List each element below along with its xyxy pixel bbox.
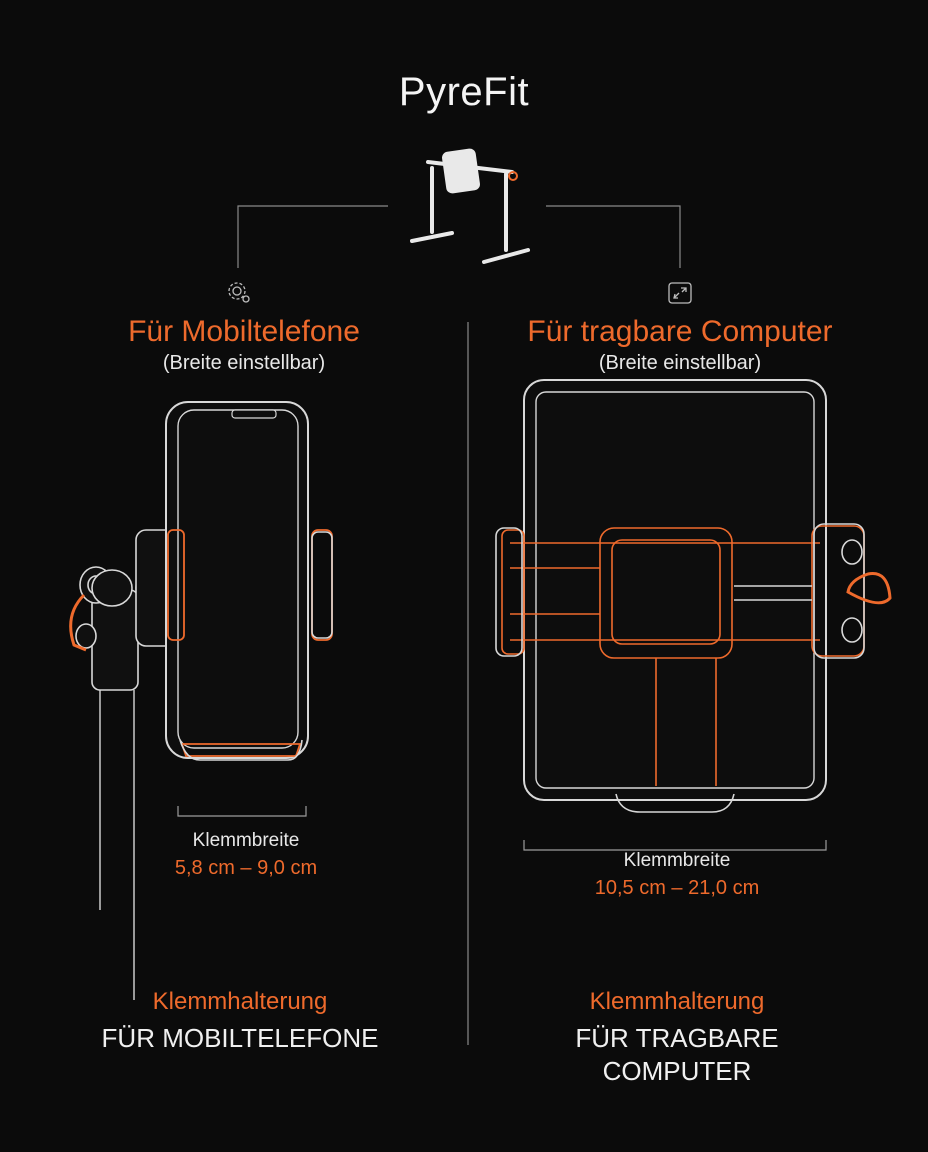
right-footer-title: Klemmhalterung (589, 988, 765, 1015)
tablet-width-bracket (523, 840, 827, 851)
right-title: Für tragbare Computer (527, 315, 833, 348)
right-clamp-range: 10,5 cm – 21,0 cm (594, 877, 760, 899)
right-footer-line1: FÜR TRAGBARE (575, 1023, 779, 1053)
gear-icon (228, 282, 250, 303)
left-footer-title: Klemmhalterung (152, 988, 328, 1015)
left-title: Für Mobiltelefone (128, 315, 360, 348)
right-footer-text: FÜR TRAGBARE COMPUTER (497, 1022, 857, 1088)
left-clamp-label: Klemmbreite (192, 830, 300, 851)
brand-title: PyreFit (398, 70, 530, 114)
left-subtitle: (Breite einstellbar) (162, 352, 326, 374)
left-footer-text: FÜR MOBILTELEFONE (101, 1023, 379, 1053)
left-clamp-range: 5,8 cm – 9,0 cm (174, 857, 318, 879)
phone-holder-illustration (69, 401, 333, 1000)
connector-lines (237, 205, 681, 1045)
right-footer-line2: COMPUTER (602, 1056, 752, 1086)
tablet-holder-illustration (495, 379, 892, 813)
right-subtitle: (Breite einstellbar) (598, 352, 762, 374)
expand-icon (668, 282, 692, 304)
right-clamp-label: Klemmbreite (623, 850, 731, 871)
phone-width-bracket (177, 806, 307, 817)
stand-illustration (410, 148, 530, 264)
